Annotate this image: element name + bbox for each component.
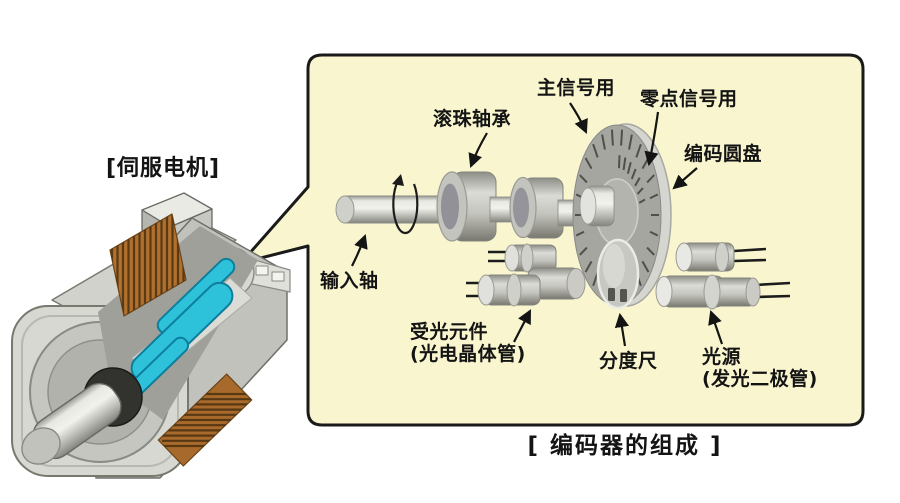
encoder-callout-panel (239, 53, 865, 427)
main-signal-label: 主信号用 (537, 77, 616, 99)
arrow-receiver (513, 309, 531, 343)
motor-rotor-magnets (124, 257, 236, 400)
annotation-arrows (351, 102, 724, 347)
led-2 (655, 274, 791, 310)
phototransistor-2 (466, 267, 586, 307)
phototransistor-1 (488, 243, 557, 273)
arrow-source (708, 309, 724, 345)
bearing-label: 滚珠轴承 (433, 108, 512, 130)
source-label-line2: (发光二极管) (702, 368, 818, 390)
encoder-disc (572, 123, 672, 307)
phototransistor-group (466, 243, 586, 307)
receiver-label: 受光元件 (光电晶体管) (410, 321, 526, 365)
ball-bearing-1 (436, 171, 497, 242)
arrow-zero-signal (644, 111, 660, 167)
ball-bearing-2 (509, 176, 564, 239)
arrow-main-signal (569, 102, 588, 134)
index-scale (596, 238, 640, 310)
arrow-bearing (468, 132, 488, 169)
figure-caption: [ 编码器的组成 ] (527, 433, 723, 459)
motor-shaft (21, 367, 143, 465)
input-shaft-label: 输入轴 (320, 270, 379, 292)
disc-label: 编码圆盘 (684, 143, 763, 165)
zero-signal-label: 零点信号用 (640, 88, 738, 110)
servo-motor-label: [伺服电机] (106, 156, 221, 181)
input-shaft (335, 195, 455, 224)
arrow-input-shaft (351, 233, 368, 267)
servo-motor-illustration (11, 192, 291, 479)
encoder-assembly (335, 102, 791, 347)
arrow-disc (672, 167, 698, 190)
scale-label: 分度尺 (599, 350, 658, 372)
source-label-line1: 光源 (702, 346, 742, 368)
receiver-label-line2: (光电晶体管) (410, 343, 526, 365)
receiver-label-line1: 受光元件 (410, 321, 489, 343)
led-group (655, 242, 791, 310)
led-1 (675, 242, 767, 272)
source-label: 光源 (发光二极管) (702, 346, 818, 390)
rotation-arrow-icon (392, 174, 419, 235)
arrow-scale (614, 312, 629, 347)
